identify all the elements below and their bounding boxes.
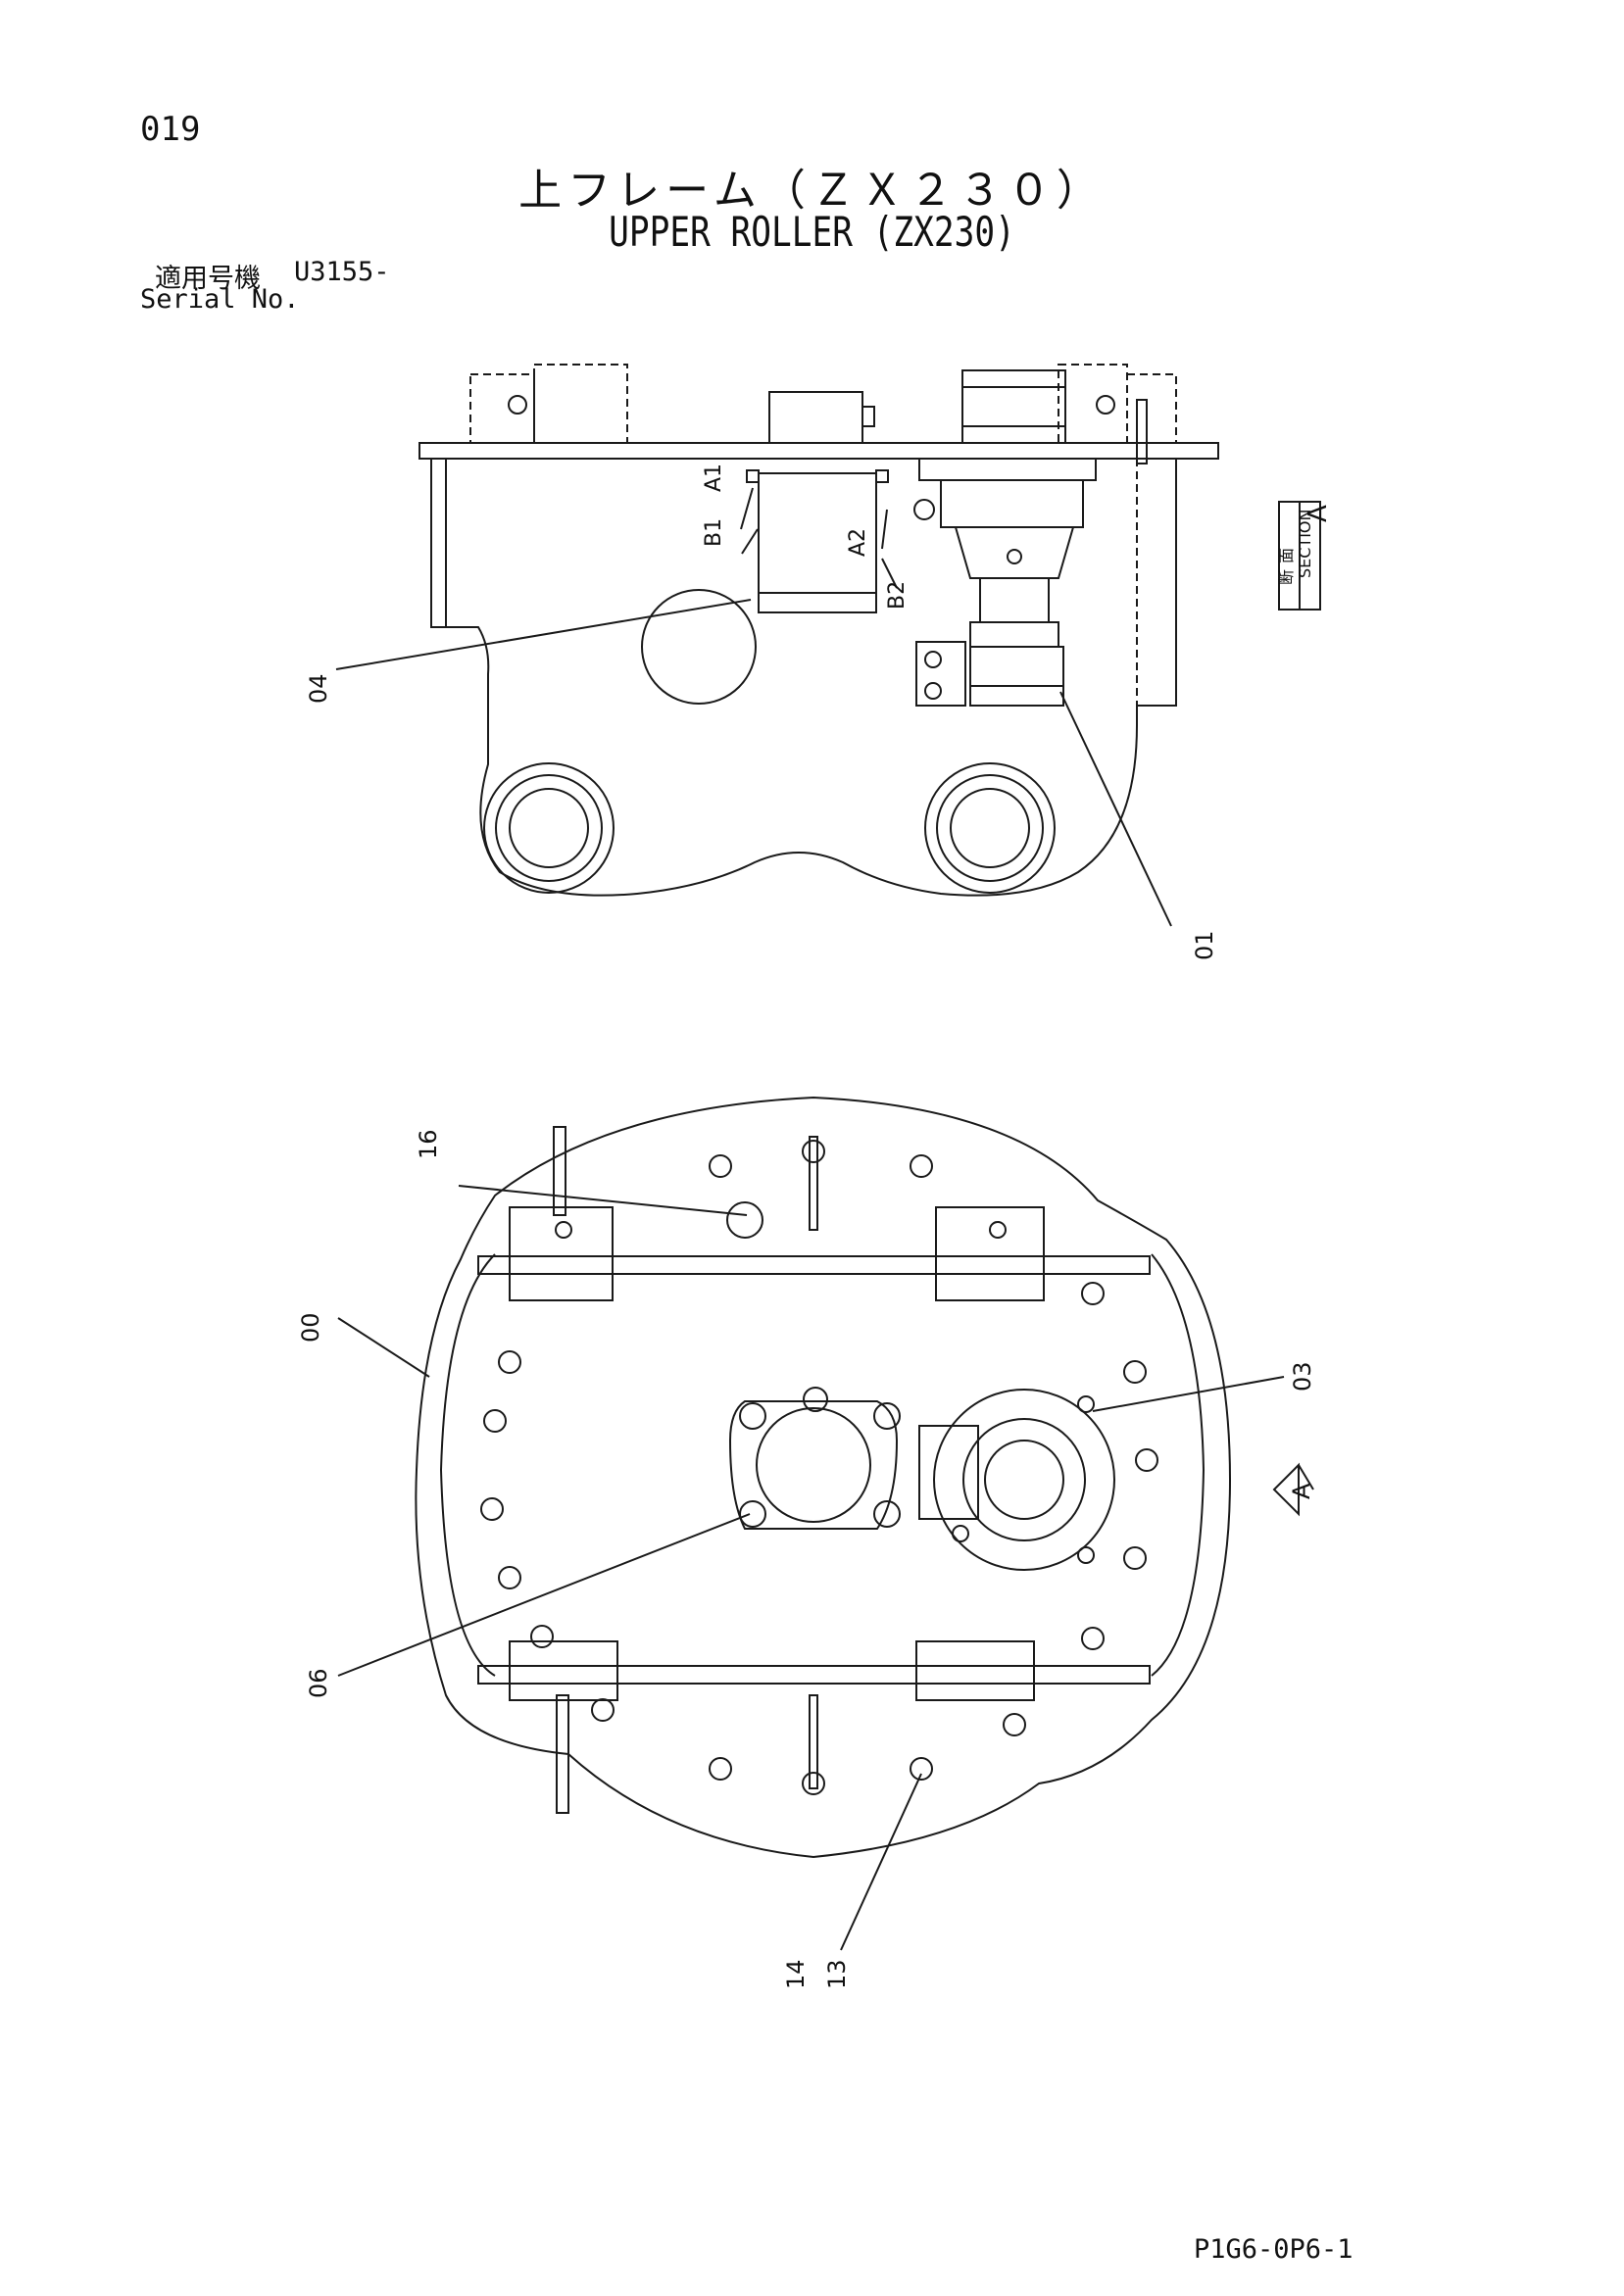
motor-top	[961, 369, 1066, 444]
rail-bottom	[477, 1665, 1151, 1685]
motor-bottom	[969, 646, 1064, 707]
rail-block	[509, 1640, 618, 1701]
port-label-a2: A2	[846, 528, 870, 557]
rail-top	[477, 1255, 1151, 1275]
frame-plate-outline	[415, 1096, 1232, 1859]
callout-01: 01	[1191, 930, 1218, 960]
leader-04	[335, 599, 752, 670]
serial-label-english: Serial No.	[140, 284, 300, 315]
leader-03	[1092, 1376, 1285, 1412]
boss-left	[483, 762, 615, 894]
section-label-jp1: 断	[1277, 569, 1296, 585]
boss-right	[924, 762, 1056, 894]
motor-valve	[918, 1425, 979, 1520]
serial-value: U3155-	[294, 257, 390, 287]
upper-side-view	[335, 364, 1321, 927]
section-label-jp2: 面	[1277, 548, 1296, 563]
leader-14-13	[840, 1773, 922, 1951]
center-flange	[728, 1400, 899, 1530]
valve-block	[768, 391, 863, 444]
callout-06: 06	[305, 1668, 332, 1698]
roller-cylinder	[758, 472, 877, 613]
leader-00	[337, 1317, 430, 1378]
bolt-holes	[480, 1140, 1158, 1795]
callout-labels: A SECTION 断 面 A1 B1 A2 B2 04 01 16 00 03…	[297, 464, 1333, 1989]
lower-plan-view	[337, 1096, 1314, 1951]
port-label-a1: A1	[702, 464, 726, 492]
title-japanese: 上フレーム（ＺＸ２３０）	[518, 166, 1106, 216]
callout-04: 04	[305, 673, 332, 704]
motor-body	[954, 526, 1075, 579]
motor-hub	[984, 1440, 1064, 1520]
leader-06	[337, 1513, 751, 1677]
serial-label-japanese: 適用号機	[155, 264, 261, 294]
frame-outline	[430, 459, 1177, 897]
page-number: 019	[140, 110, 201, 149]
leader-16	[458, 1185, 748, 1216]
bolt-icon	[508, 395, 527, 415]
port-label-b1: B1	[702, 518, 726, 547]
rail-block	[935, 1206, 1045, 1301]
leader-01	[1059, 691, 1172, 927]
top-plate	[418, 442, 1219, 460]
document-code: P1G6-0P6-1	[1194, 2234, 1353, 2265]
valve-bracket	[915, 641, 966, 707]
section-letter: A	[1304, 505, 1333, 522]
frame-hole	[641, 589, 757, 705]
bolt-icon	[1096, 395, 1115, 415]
port-label-b2: B2	[885, 581, 910, 610]
rail-block	[509, 1206, 614, 1301]
drain-hole	[726, 1201, 763, 1239]
callout-03: 03	[1289, 1361, 1316, 1392]
callout-16: 16	[415, 1129, 442, 1159]
callout-13: 13	[823, 1959, 851, 1989]
motor-flange	[918, 458, 1097, 481]
section-label-en: SECTION	[1296, 510, 1314, 579]
view-arrow-icon	[1272, 1462, 1300, 1517]
callout-00: 00	[297, 1312, 324, 1343]
title-english: UPPER ROLLER (ZX230)	[609, 208, 1015, 256]
hidden-components	[469, 364, 1177, 725]
center-bore	[756, 1407, 871, 1523]
pin	[553, 1126, 566, 1216]
motor-plan	[933, 1389, 1115, 1571]
pin	[556, 1694, 569, 1814]
rail-block	[915, 1640, 1035, 1701]
view-arrow-letter: A	[1288, 1483, 1315, 1499]
callout-14: 14	[782, 1959, 810, 1989]
